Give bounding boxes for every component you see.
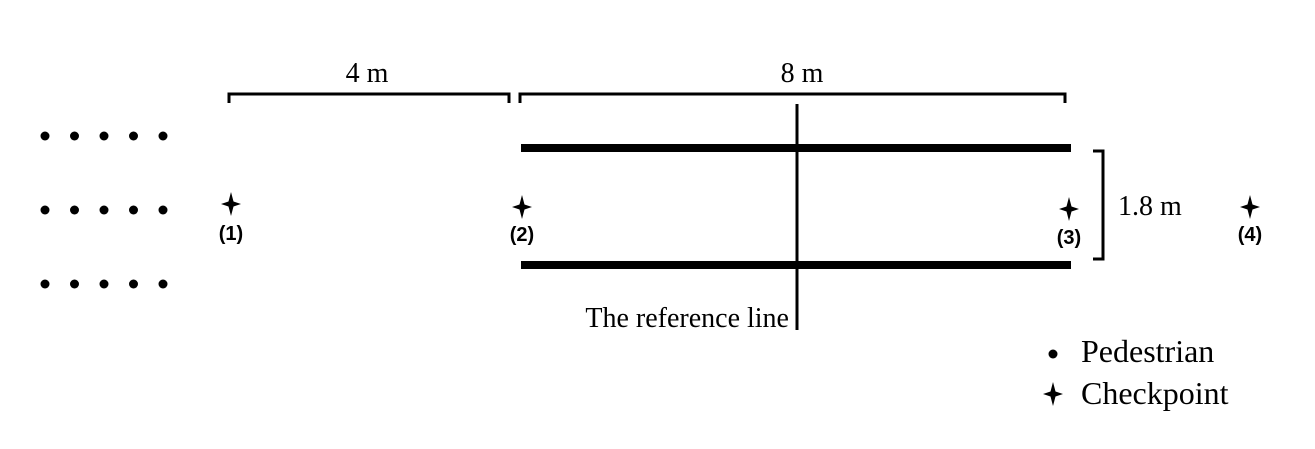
pedestrian-dot [158,131,168,141]
legend: Pedestrian Checkpoint [1043,333,1229,411]
dimension-label-4m: 4 m [346,58,389,89]
dimension-label-8m: 8 m [781,58,824,89]
pedestrian-dot [99,205,109,215]
checkpoint-label: (2) [510,224,534,246]
pedestrian-dot [70,279,79,289]
pedestrian-dot [99,131,109,141]
pedestrian-dot [99,279,109,289]
checkpoint-icon [1240,195,1260,219]
dimension-bracket-8m [518,92,1067,103]
pedestrian-dot [129,205,138,215]
checkpoint-3: (3) [1057,197,1081,249]
pedestrian-dot [40,131,50,141]
reference-line-label: The reference line [585,303,789,334]
checkpoint-label: (4) [1238,224,1262,246]
pedestrian-dot [158,205,168,215]
dimension-label-1-8m: 1.8 m [1118,191,1182,222]
legend-pedestrian-marker [1048,349,1058,359]
dimension-8m: 8 m [518,58,1067,103]
pedestrian-dot [129,131,138,141]
pedestrian-dot [70,205,79,215]
checkpoint-icon [221,192,241,216]
pedestrian-dot [70,131,79,141]
dimension-1-8m: 1.8 m [1093,149,1182,261]
pedestrian-dot [129,279,138,289]
dimension-bracket-4m [227,92,511,103]
checkpoint-icon [1059,197,1079,221]
pedestrian-dot [40,205,50,215]
checkpoint-4: (4) [1238,195,1262,246]
legend-pedestrian-label: Pedestrian [1081,333,1214,369]
checkpoint-icon [512,195,532,219]
pedestrian-dot [158,279,168,289]
checkpoint-label: (1) [219,223,243,245]
pedestrian-dot [40,279,50,289]
legend-checkpoint-label: Checkpoint [1081,375,1229,411]
checkpoint-label: (3) [1057,227,1081,249]
dimension-4m: 4 m [227,58,511,103]
legend-checkpoint-icon [1043,382,1063,406]
checkpoint-1: (1) [219,192,243,245]
pedestrian-group [40,131,168,289]
dimension-bracket-1-8m [1093,149,1105,261]
checkpoint-2: (2) [510,195,534,246]
